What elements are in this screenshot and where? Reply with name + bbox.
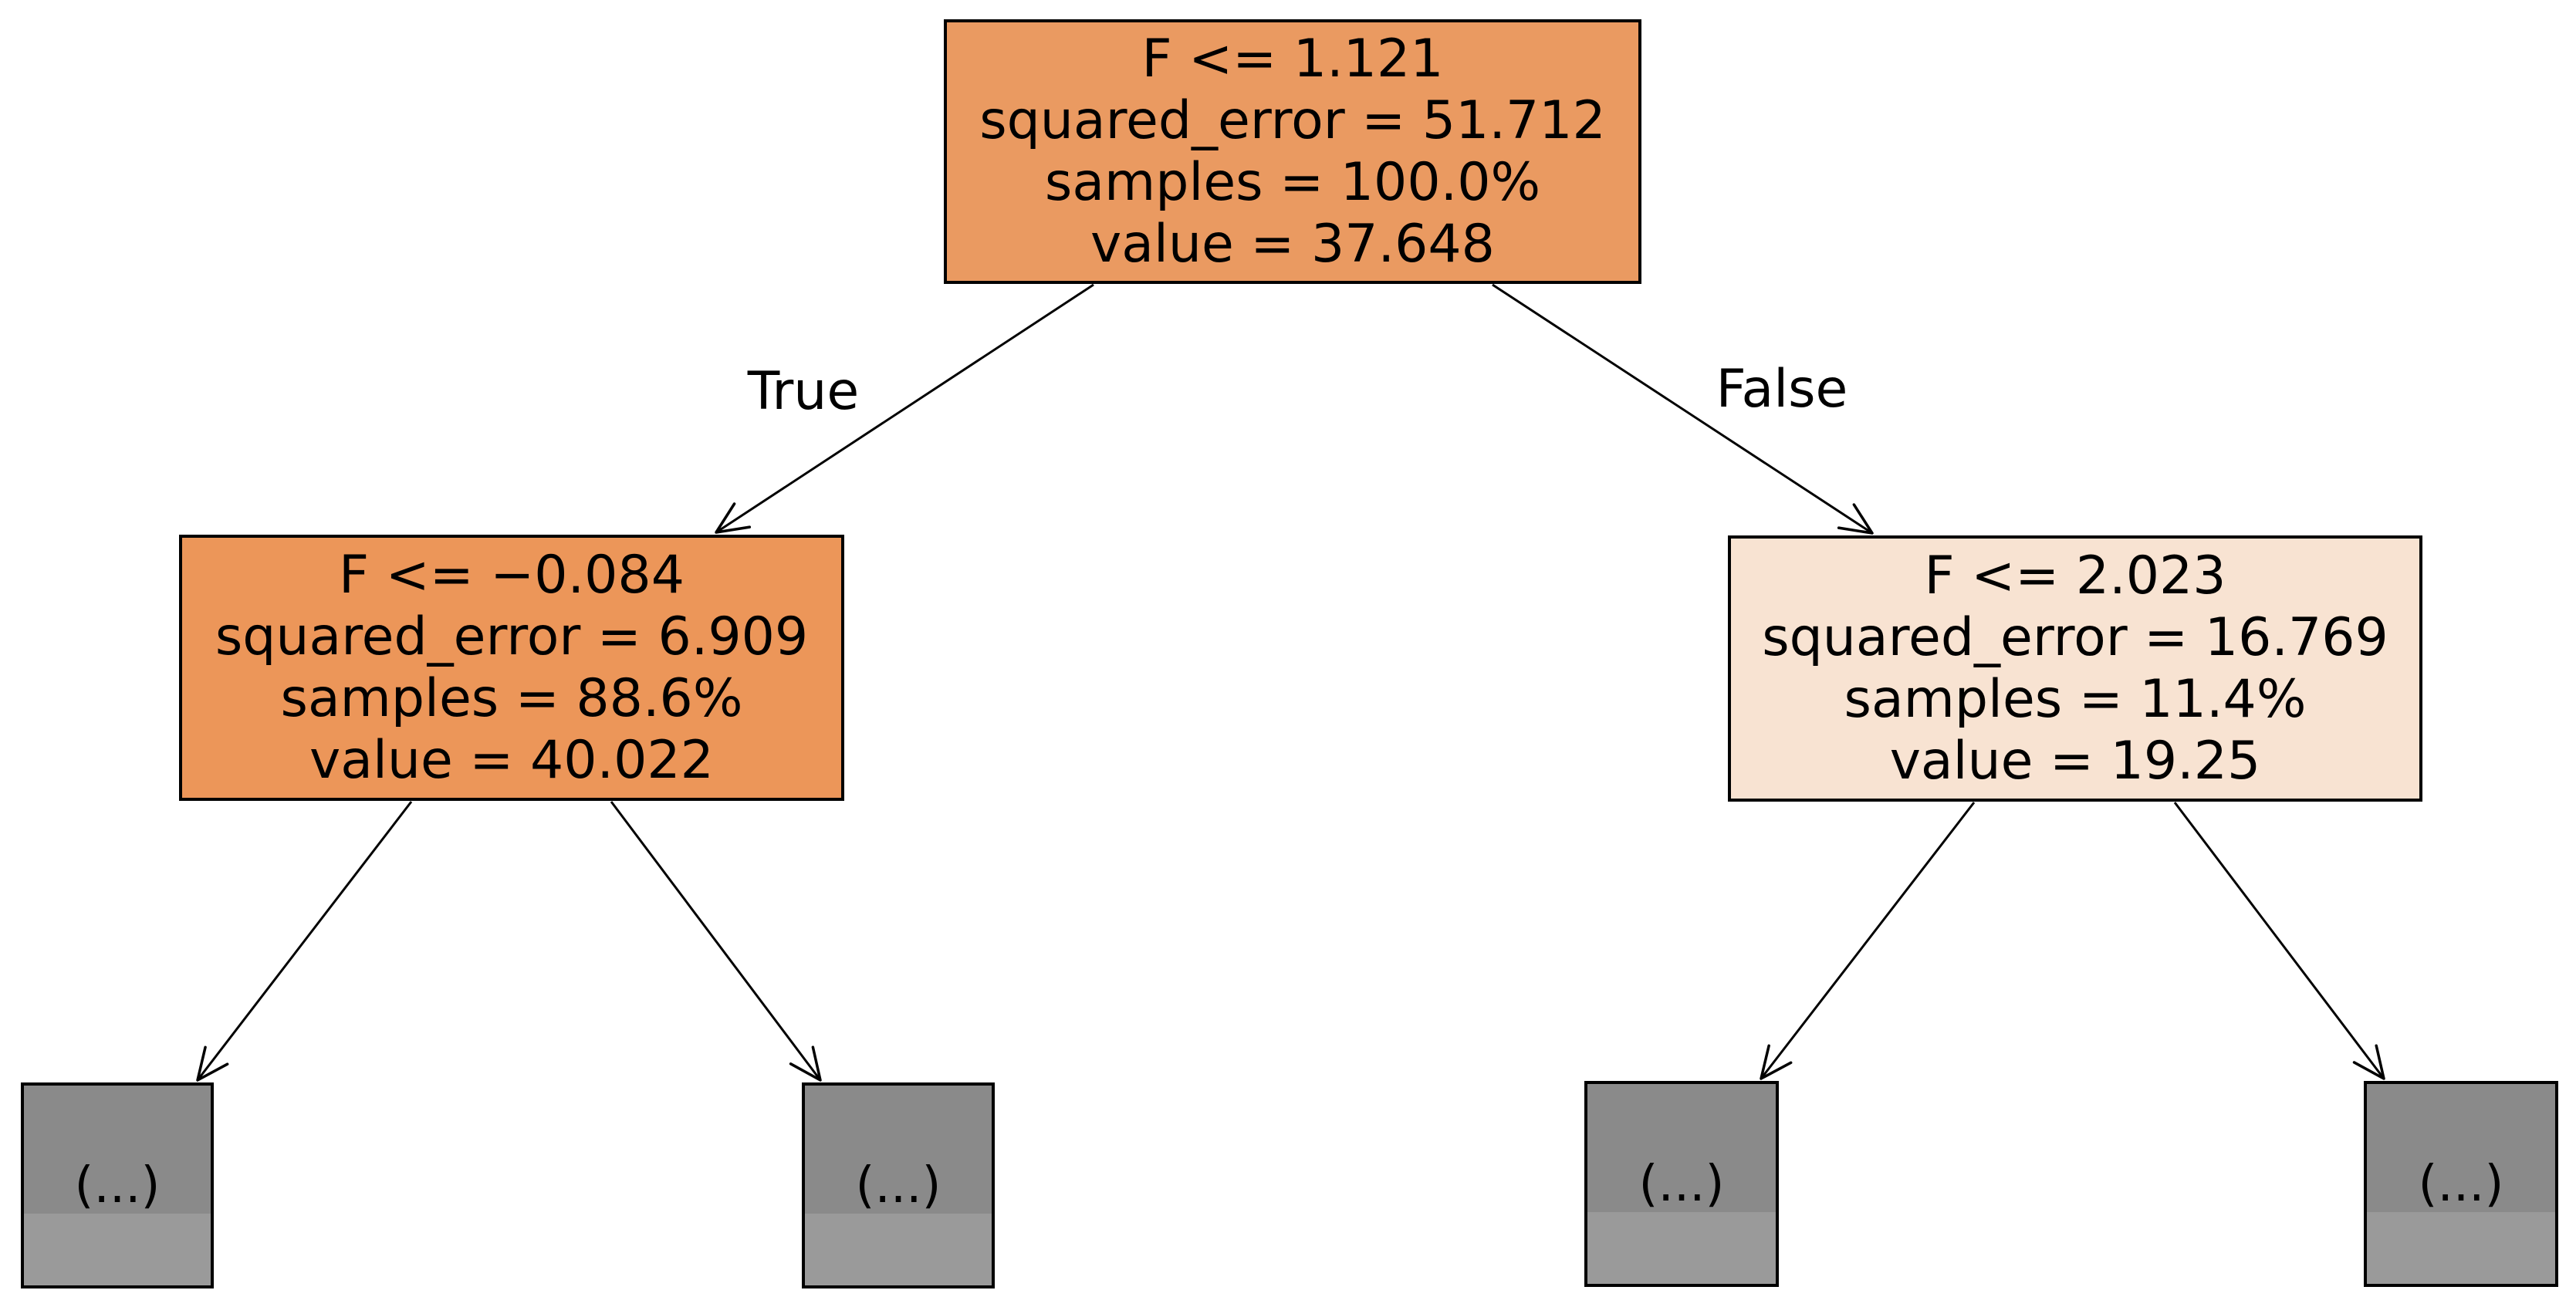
node-root: F <= 1.121 squared_error = 51.712 sample…	[944, 19, 1641, 284]
node-left-samples: samples = 88.6%	[280, 667, 743, 729]
node-leaf-1: (...)	[21, 1082, 214, 1288]
node-leaf-4-label: (...)	[2418, 1155, 2504, 1213]
node-leaf-2: (...)	[802, 1082, 995, 1288]
node-right-squared-error: squared_error = 16.769	[1762, 606, 2388, 668]
node-leaf-3: (...)	[1584, 1081, 1779, 1287]
node-right-samples: samples = 11.4%	[1844, 668, 2307, 730]
node-root-samples: samples = 100.0%	[1044, 151, 1541, 213]
node-root-condition: F <= 1.121	[1141, 28, 1444, 89]
node-root-value: value = 37.648	[1090, 213, 1495, 275]
node-left-child: F <= −0.084 squared_error = 6.909 sample…	[179, 535, 844, 801]
node-right-value: value = 19.25	[1889, 730, 2261, 792]
node-right-child: F <= 2.023 squared_error = 16.769 sample…	[1728, 535, 2422, 802]
edge-root-to-left	[715, 283, 1094, 534]
edge-label-true: True	[747, 361, 860, 422]
edge-right-to-leaf4	[2173, 802, 2385, 1080]
node-leaf-3-label: (...)	[1638, 1155, 1725, 1213]
node-leaf-1-label: (...)	[74, 1157, 161, 1214]
node-left-value: value = 40.022	[309, 729, 714, 791]
edge-root-to-right	[1492, 283, 1874, 535]
edge-left-to-leaf2	[610, 801, 822, 1082]
node-root-squared-error: squared_error = 51.712	[979, 89, 1606, 151]
edge-right-to-leaf3	[1760, 802, 1976, 1080]
node-left-condition: F <= −0.084	[339, 544, 685, 606]
edge-label-false: False	[1716, 359, 1848, 420]
node-leaf-4: (...)	[2364, 1081, 2558, 1287]
node-left-squared-error: squared_error = 6.909	[215, 606, 809, 667]
edge-left-to-leaf1	[196, 801, 413, 1082]
node-leaf-2-label: (...)	[855, 1157, 941, 1214]
node-right-condition: F <= 2.023	[1924, 545, 2226, 606]
